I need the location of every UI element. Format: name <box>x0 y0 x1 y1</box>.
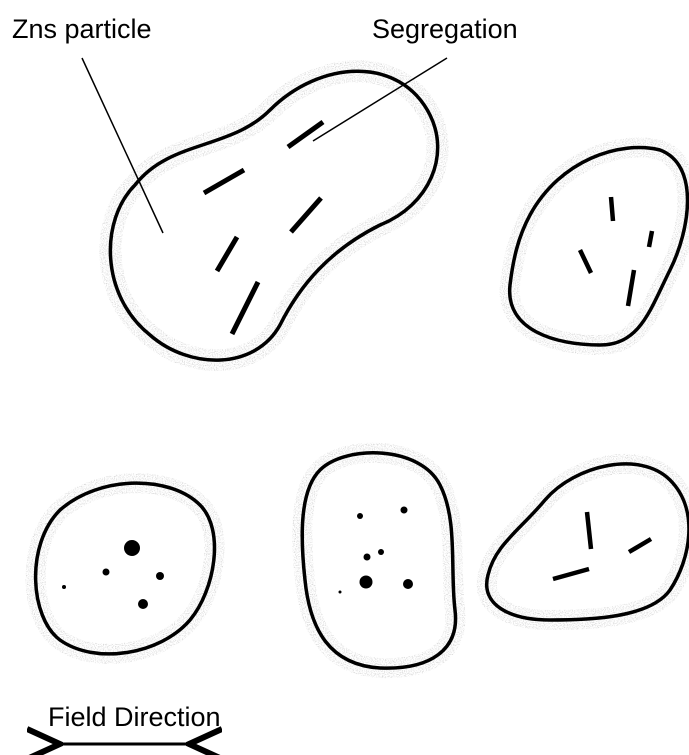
segregation-dots <box>62 540 164 609</box>
particle-right-upper <box>510 148 688 345</box>
particle-lower-middle <box>302 453 455 668</box>
particle-lower-right <box>487 464 689 620</box>
segregation-label: Segregation <box>372 16 518 43</box>
particle-lower-left <box>36 483 215 654</box>
particle-large <box>110 71 437 360</box>
segregation-dots-2 <box>339 507 414 594</box>
segregation-dashes-3 <box>553 512 651 579</box>
particle-label: Zns particle <box>12 16 152 43</box>
field-direction-label: Field Direction <box>48 704 221 731</box>
segregation-dashes-2 <box>580 197 652 306</box>
